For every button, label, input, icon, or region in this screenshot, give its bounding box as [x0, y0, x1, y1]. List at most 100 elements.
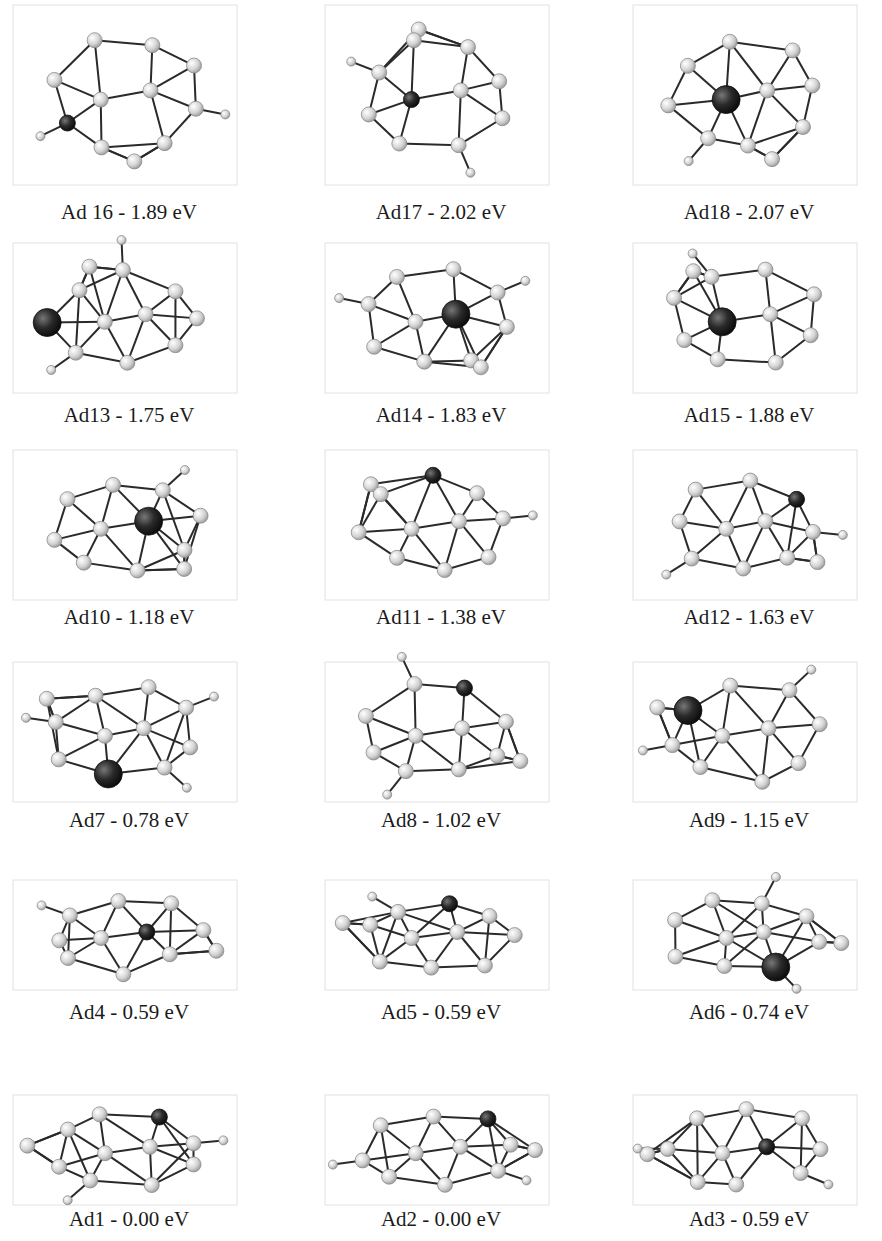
cluster-atom [187, 58, 202, 73]
bond-line [718, 359, 776, 362]
cluster-atom [768, 355, 783, 370]
bond-line [359, 529, 412, 533]
cluster-atom [782, 683, 797, 698]
energy-caption: Ad6 - 0.74 eV [689, 1000, 809, 1024]
cluster-atom [138, 307, 153, 322]
cluster-atom [451, 138, 466, 153]
bond-line [801, 1118, 802, 1173]
cluster-atom [47, 532, 62, 547]
cluster-atom [736, 561, 751, 576]
bond-line [165, 708, 187, 768]
energy-caption: Ad3 - 0.59 eV [689, 1207, 809, 1231]
cluster-atom [355, 1153, 370, 1168]
bond-line [174, 291, 176, 345]
cluster-atom [450, 925, 465, 940]
cluster-atom [391, 904, 406, 919]
cluster-atom [209, 943, 224, 958]
cluster-atom [739, 1102, 754, 1117]
cluster-atom [52, 1159, 67, 1174]
cluster-atom [690, 1175, 705, 1190]
cluster-atom [743, 473, 758, 488]
dopant-atom [425, 467, 441, 483]
bond-line [118, 901, 171, 903]
bond-line [726, 481, 750, 529]
cluster-atom [791, 756, 806, 771]
bond-line [96, 687, 149, 696]
bond-line [746, 1109, 802, 1118]
energy-caption: Ad7 - 0.78 eV [69, 808, 189, 832]
frame-layer [13, 5, 857, 1205]
cluster-atom [164, 896, 179, 911]
hydrogen-atom [221, 110, 230, 119]
image-frame [633, 450, 857, 600]
cluster-atom [87, 33, 102, 48]
cluster-atom [795, 120, 810, 135]
cluster-atom [92, 1107, 107, 1122]
cluster-atom [740, 138, 755, 153]
cluster-atom [756, 925, 771, 940]
atom-layer [20, 22, 849, 1205]
cluster-atom [813, 1142, 828, 1157]
cluster-atom [358, 708, 373, 723]
cluster-atom [780, 550, 795, 565]
cluster-atom [372, 65, 387, 80]
cluster-atom [795, 1111, 810, 1126]
bond-line [68, 1130, 90, 1181]
cluster-atom [186, 1136, 201, 1151]
hydrogen-atom [807, 665, 816, 674]
hydrogen-atom [771, 872, 780, 881]
cluster-atom [76, 555, 91, 570]
cluster-atom [20, 1138, 35, 1153]
bond-line [445, 1171, 498, 1185]
image-frame [325, 243, 549, 393]
cluster-atom [805, 78, 820, 93]
cluster-atom [793, 1166, 808, 1181]
cluster-atom [668, 913, 683, 928]
hydrogen-atom [180, 466, 189, 475]
cluster-atom [507, 928, 522, 943]
cluster-atom [366, 745, 381, 760]
cluster-atom [408, 314, 423, 329]
bond-line [412, 475, 433, 528]
cluster-atom [761, 721, 776, 736]
cluster-atom [155, 483, 170, 498]
cluster-atom [491, 1163, 506, 1178]
bond-line [457, 932, 514, 935]
cluster-atom [179, 700, 194, 715]
cluster-atom [82, 259, 97, 274]
cluster-atom [453, 83, 468, 98]
cluster-atom [704, 269, 719, 284]
image-frame [13, 662, 237, 802]
hydrogen-atom [22, 713, 31, 722]
image-frame [325, 450, 549, 600]
image-frame [13, 450, 237, 600]
cluster-atom [116, 967, 131, 982]
cluster-atom [513, 754, 528, 769]
bond-line [76, 290, 80, 352]
image-frame [325, 662, 549, 802]
cluster-atom [717, 958, 732, 973]
cluster-atom [351, 525, 366, 540]
bond-line [712, 270, 766, 277]
cluster-atom [196, 923, 211, 938]
cluster-atom [763, 307, 778, 322]
cluster-atom [136, 721, 151, 736]
bond-line [100, 1114, 160, 1117]
dopant-atom [456, 680, 472, 696]
bond-line [411, 40, 413, 99]
image-frame [325, 880, 549, 990]
cluster-atom [503, 1137, 518, 1152]
cluster-atom [785, 43, 800, 58]
cluster-atom [186, 1157, 201, 1172]
cluster-atom [482, 909, 497, 924]
hydrogen-atom [824, 1180, 833, 1189]
bond-line [101, 529, 138, 571]
cluster-atom [473, 360, 488, 375]
cluster-atom [527, 1143, 542, 1158]
cluster-atom [492, 74, 507, 89]
cluster-atom [367, 339, 382, 354]
cluster-atom [765, 152, 780, 167]
cluster-atom [668, 949, 683, 964]
cluster-atom [810, 555, 825, 570]
